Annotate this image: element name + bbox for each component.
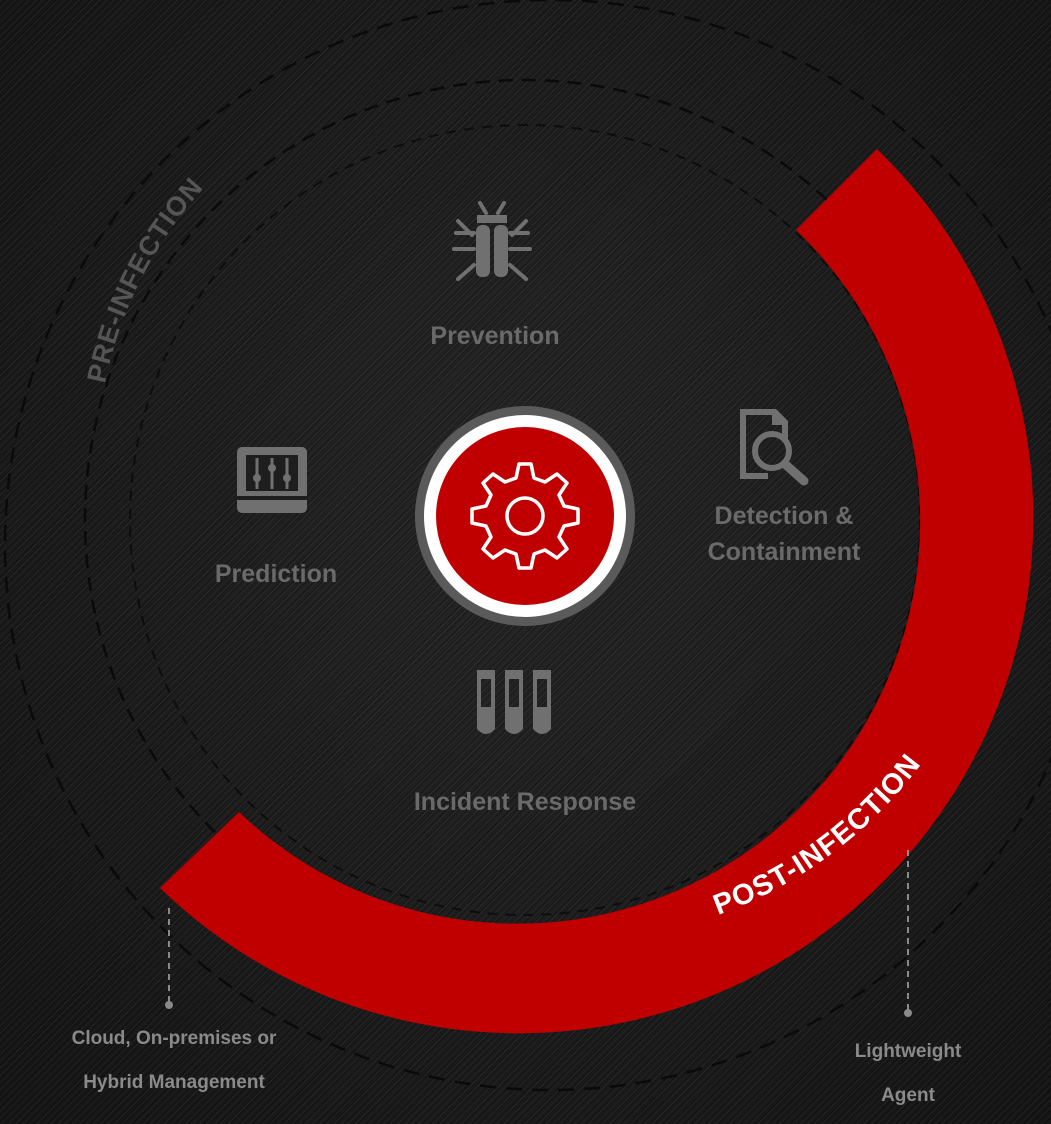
prediction-label: Prediction [214, 560, 338, 588]
pre-infection-arc-label: PRE-INFECTION [81, 171, 208, 385]
management-callout-line1: Cloud, On-premises or [71, 1028, 277, 1049]
bug-icon [452, 201, 532, 281]
sliders-icon [237, 447, 307, 513]
detection-label: Detection & Containment [664, 498, 904, 570]
post-infection-arc [160, 149, 1034, 1034]
agent-callout-line1: Lightweight [854, 1041, 962, 1062]
pre-infection-label-path: PRE-INFECTION [81, 171, 207, 385]
detection-label-line2: Containment [707, 538, 861, 566]
agent-connector-dot [904, 1009, 912, 1017]
vials-icon [477, 670, 551, 734]
detection-label-line1: Detection & [714, 502, 854, 530]
hub-red-core [436, 427, 614, 605]
management-connector-dot [165, 1001, 173, 1009]
prevention-label: Prevention [430, 322, 560, 350]
gear-icon [470, 462, 580, 570]
management-callout: Cloud, On-premises or Hybrid Management [14, 1017, 334, 1105]
document-search-icon [740, 409, 809, 486]
agent-callout: Lightweight Agent [808, 1030, 1008, 1118]
incident-response-label: Incident Response [413, 788, 637, 816]
agent-callout-line2: Agent [881, 1085, 935, 1106]
inner-dashed-ring [129, 124, 921, 916]
management-callout-line2: Hybrid Management [83, 1072, 265, 1093]
